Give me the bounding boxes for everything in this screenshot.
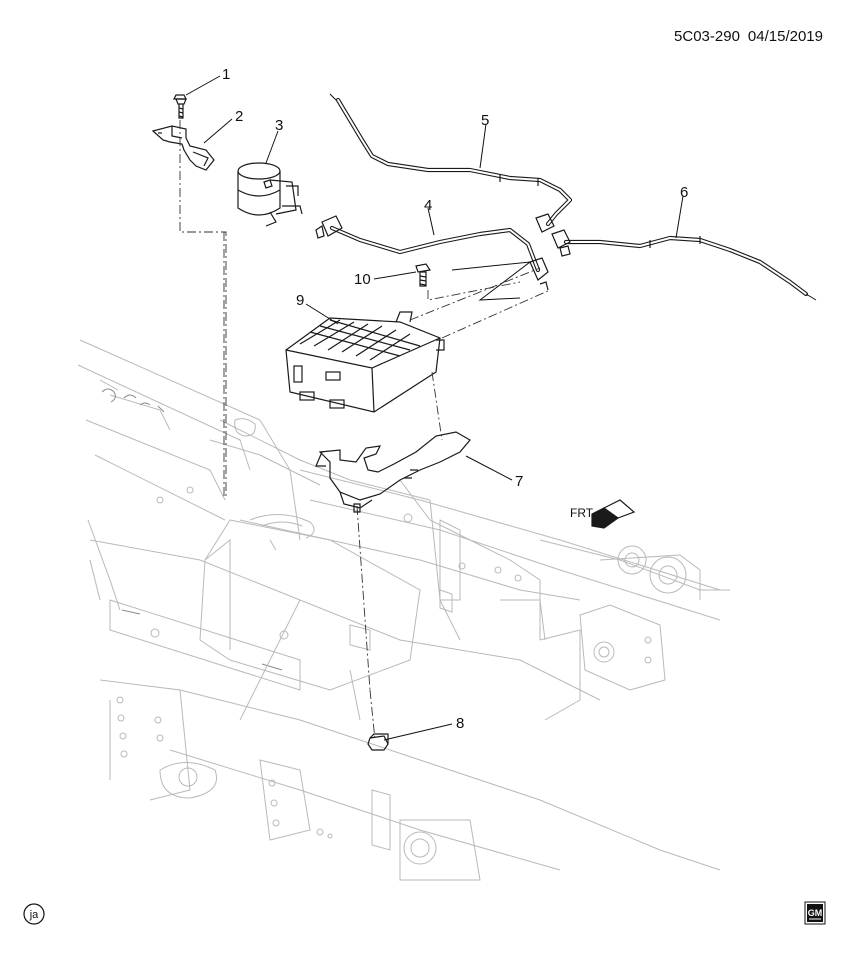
- callout-9: 9: [296, 292, 304, 309]
- nut-8: [367, 733, 389, 751]
- bracket-7: [315, 431, 471, 513]
- callout-leaders: [185, 75, 684, 741]
- bracket-2: [151, 125, 215, 171]
- front-label: FRT: [570, 506, 594, 520]
- callout-labels: 1 2 3 4 5 6 7 8 9 10: [222, 66, 688, 732]
- callout-2: 2: [235, 108, 243, 125]
- footer-badge: ja: [23, 903, 45, 925]
- svg-text:GM: GM: [808, 908, 823, 918]
- diagram-date: 04/15/2019: [748, 28, 823, 45]
- callout-8: 8: [456, 715, 464, 732]
- front-direction-indicator: FRT: [570, 499, 636, 529]
- badge-text: ja: [29, 909, 39, 921]
- callout-4: 4: [424, 197, 432, 214]
- callout-6: 6: [680, 184, 688, 201]
- callout-7: 7: [515, 473, 523, 490]
- bolt-10: [415, 263, 432, 287]
- callout-1: 1: [222, 66, 230, 83]
- bolt-1: [173, 94, 187, 119]
- filter-3: [237, 162, 303, 227]
- vehicle-frame: [77, 339, 730, 881]
- callout-10: 10: [354, 271, 371, 288]
- hose-4: [315, 215, 549, 291]
- gm-logo: GM: [804, 901, 826, 925]
- diagram-header: 5C03-290 04/15/2019: [674, 28, 823, 45]
- canister-9: [285, 311, 445, 413]
- diagram-code: 5C03-290: [674, 28, 740, 45]
- pipe-5: [329, 93, 573, 233]
- callout-3: 3: [275, 117, 283, 134]
- pipe-6: [551, 229, 817, 301]
- alignment-lines: [179, 120, 551, 741]
- callout-5: 5: [481, 112, 489, 129]
